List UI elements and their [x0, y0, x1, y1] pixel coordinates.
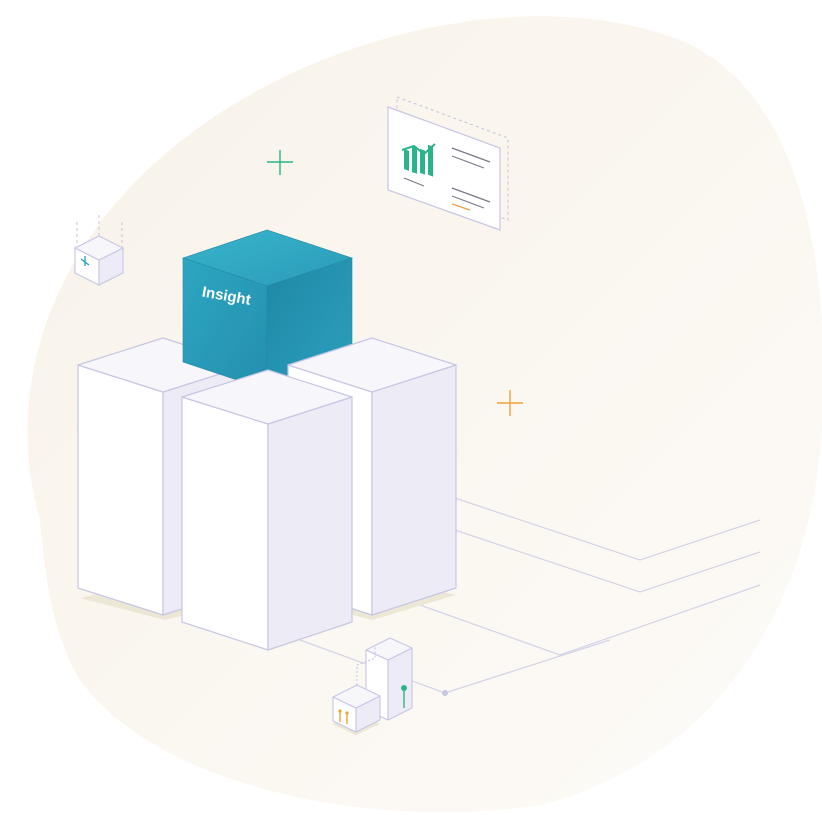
report-card-icon [387, 96, 509, 231]
connector-lines [299, 497, 761, 696]
block-front [181, 369, 353, 651]
mini-bar-details [338, 645, 407, 724]
plus-icon-green [267, 150, 293, 175]
mini-bar-chart-icon [332, 637, 413, 733]
bar-chart-icon [401, 143, 436, 177]
small-cube-icon [73, 215, 125, 286]
plus-icon-orange [497, 390, 523, 416]
